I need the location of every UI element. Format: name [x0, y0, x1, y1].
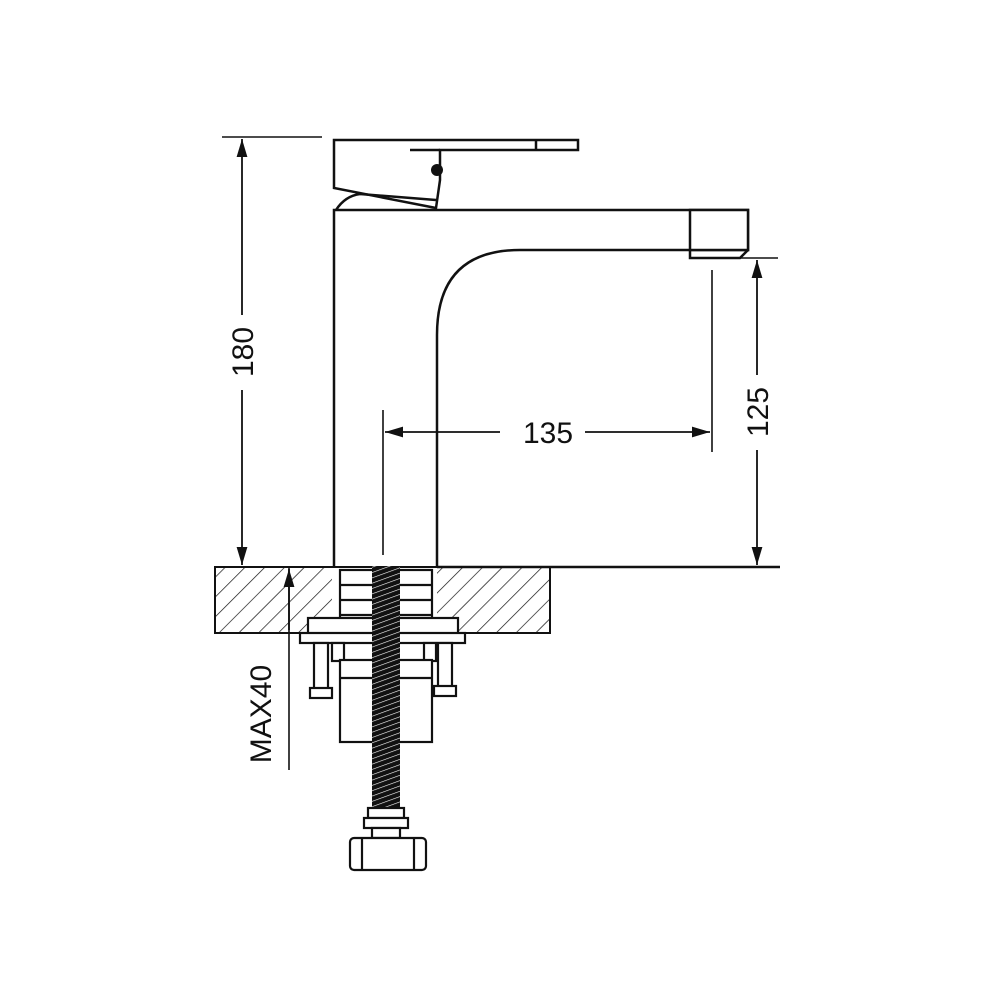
- spout-height-label: 125: [742, 387, 775, 437]
- dimension-max-thickness: MAX40: [245, 567, 295, 770]
- total-height-label: 180: [227, 327, 260, 377]
- max-thickness-label: MAX40: [245, 665, 278, 763]
- dimension-spout-height: 125: [720, 257, 778, 565]
- dimension-spout-reach: 135: [382, 270, 713, 555]
- hose-connector: [348, 806, 428, 872]
- faucet-body: [332, 208, 780, 569]
- threaded-rod: [372, 566, 400, 810]
- dimension-total-height: 180: [222, 136, 322, 565]
- spout-reach-label: 135: [523, 417, 573, 450]
- lever-handle: [332, 138, 580, 211]
